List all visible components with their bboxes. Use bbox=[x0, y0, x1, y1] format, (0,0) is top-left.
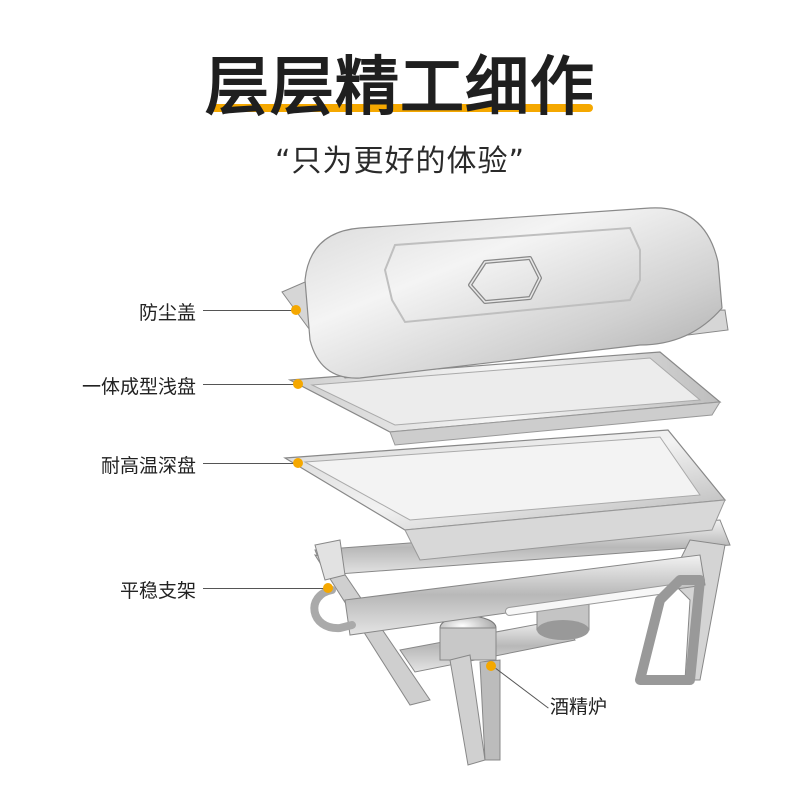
callout-line-deep-pan bbox=[203, 463, 295, 464]
callout-label-shallow-pan: 一体成型浅盘 bbox=[81, 376, 196, 398]
callout-label-deep-pan: 耐高温深盘 bbox=[100, 455, 196, 477]
callout-line-stand bbox=[203, 588, 325, 589]
callout-dot-shallow-pan bbox=[293, 379, 303, 389]
page-subtitle: “只为更好的体验” bbox=[274, 144, 526, 179]
lid bbox=[281, 207, 729, 379]
callout-label-lid: 防尘盖 bbox=[138, 302, 196, 324]
stand-front bbox=[310, 539, 706, 766]
callout-dot-stand bbox=[323, 583, 333, 593]
callout-dot-deep-pan bbox=[293, 458, 303, 468]
callout-dot-lid bbox=[291, 305, 301, 315]
page-title-text: 层层精工细作 bbox=[205, 51, 595, 125]
callout-dot-fuel-burner bbox=[486, 661, 496, 671]
title-area: 层层精工细作 bbox=[0, 52, 800, 124]
callout-line-lid bbox=[203, 310, 293, 311]
deep-pan bbox=[283, 429, 727, 561]
callout-label-fuel-burner: 酒精炉 bbox=[550, 696, 608, 718]
callout-label-stand: 平稳支架 bbox=[119, 580, 196, 602]
callout-line-shallow-pan bbox=[203, 384, 295, 385]
page-title: 层层精工细作 bbox=[205, 52, 595, 124]
